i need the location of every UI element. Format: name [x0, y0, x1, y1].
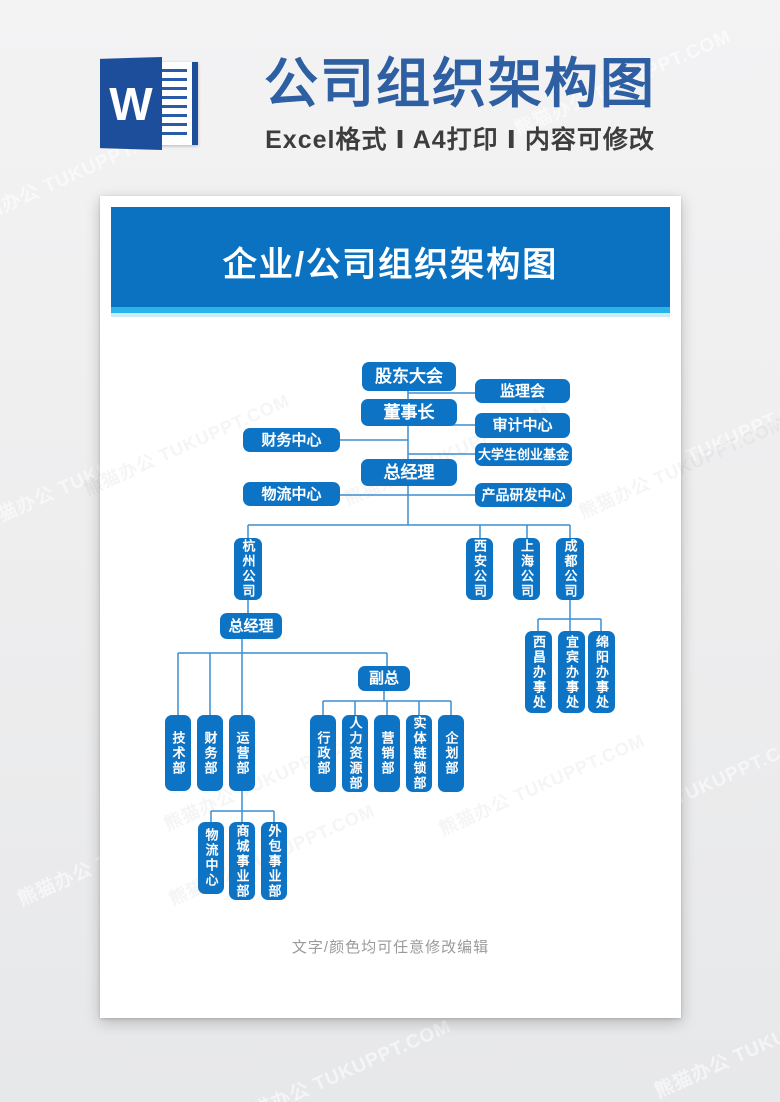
org-node-student-venture-fund: 大学生创业基金 — [475, 443, 572, 466]
org-node-hangzhou-company: 杭州公司 — [234, 538, 262, 600]
banner-cyan-strip — [111, 307, 670, 313]
org-node-mianyang-office: 绵阳办事处 — [588, 631, 615, 713]
org-node-deputy-gm: 副总 — [358, 666, 410, 691]
org-node-chairman: 董事长 — [361, 399, 457, 426]
org-node-xichang-office: 西昌办事处 — [525, 631, 552, 713]
org-node-outsourcing-division: 外包事业部 — [261, 822, 287, 900]
org-node-planning-dept: 企划部 — [438, 715, 464, 792]
page-subtitle: Excel格式 Ⅰ A4打印 Ⅰ 内容可修改 — [265, 126, 655, 154]
org-node-finance-dept: 财务部 — [197, 715, 223, 791]
page-title: 公司组织架构图 — [264, 54, 656, 114]
org-node-general-manager: 总经理 — [361, 459, 457, 486]
org-node-product-rd-center: 产品研发中心 — [475, 483, 572, 507]
org-node-audit-center: 审计中心 — [475, 413, 570, 438]
chart-banner-title: 企业/公司组织架构图 — [222, 246, 559, 284]
org-node-admin-dept: 行政部 — [310, 715, 336, 792]
org-node-yibin-office: 宜宾办事处 — [558, 631, 585, 713]
word-icon: W — [100, 57, 200, 150]
org-chart: 股东大会 监理会 董事长 审计中心 财务中心 大学生创业基金 总经理 物流中心 … — [100, 196, 681, 1018]
org-node-mall-division: 商城事业部 — [229, 822, 255, 900]
org-node-operations-dept: 运营部 — [229, 715, 255, 791]
org-node-shareholders-meeting: 股东大会 — [362, 362, 456, 391]
chart-banner: 企业/公司组织架构图 — [111, 207, 670, 317]
word-icon-letter: W — [109, 77, 153, 130]
org-node-chengdu-company: 成都公司 — [556, 538, 584, 600]
org-node-finance-center: 财务中心 — [243, 428, 340, 452]
org-node-tech-dept: 技术部 — [165, 715, 191, 791]
org-node-logistics-center: 物流中心 — [243, 482, 340, 506]
org-node-logistics-center-sub: 物流中心 — [198, 822, 224, 894]
banner-light-strip — [111, 313, 670, 317]
document-page: 熊猫办公 TUKUPPT.COM 熊猫办公 TUKUPPT.COM 熊猫办公 T… — [81, 196, 780, 1018]
org-node-shanghai-company: 上海公司 — [513, 538, 540, 600]
org-node-hr-dept: 人力资源部 — [342, 715, 368, 792]
org-node-hangzhou-gm: 总经理 — [220, 613, 282, 639]
connector-lines — [177, 391, 602, 822]
watermark: 熊猫办公 TUKUPPT.COM — [231, 1016, 455, 1102]
word-icon-panel: W — [100, 57, 162, 150]
org-node-supervisory-board: 监理会 — [475, 379, 570, 403]
org-node-marketing-dept: 营销部 — [374, 715, 400, 792]
editable-note: 文字/颜色均可任意修改编辑 — [291, 939, 490, 956]
org-node-chain-stores-dept: 实体链锁部 — [406, 715, 432, 792]
org-node-xian-company: 西安公司 — [466, 538, 493, 600]
